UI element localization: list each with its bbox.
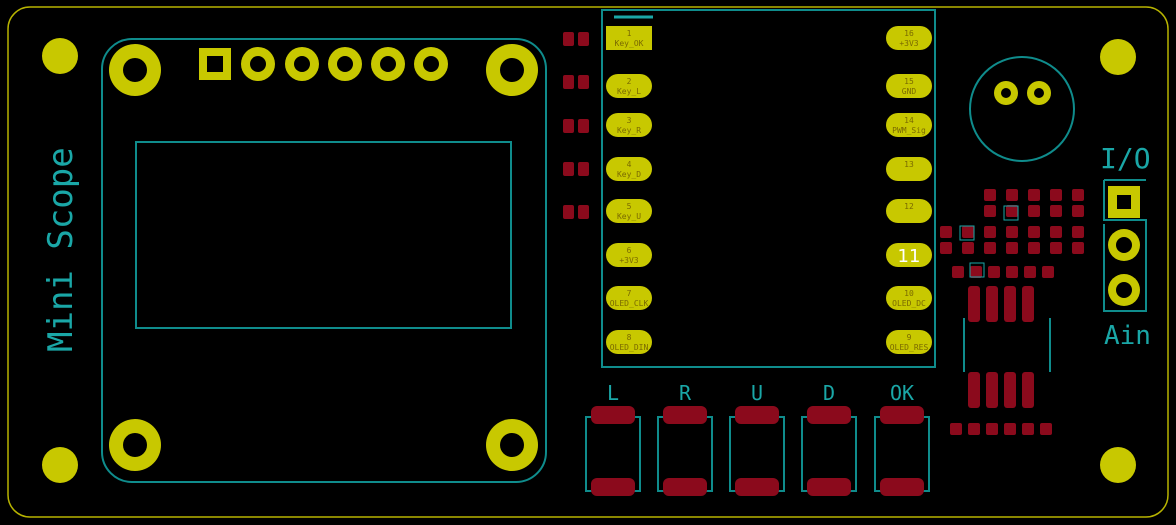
pin-number: 2 xyxy=(627,77,632,86)
board-outline xyxy=(7,6,1169,518)
pin-number: 12 xyxy=(904,202,914,211)
mcu-right-pins: 16+3V315GND14PWM_Sig13121110OLED_DC9OLED… xyxy=(886,26,932,354)
push-button-r: R xyxy=(657,381,713,496)
mounting-hole xyxy=(1100,447,1136,483)
io-pins xyxy=(1108,186,1140,306)
key-resistors xyxy=(563,32,589,219)
push-button-d: D xyxy=(801,381,857,496)
mcu-pin-right: 11 xyxy=(886,243,932,267)
pin-number: 6 xyxy=(627,246,632,255)
button-label: OK xyxy=(890,381,914,405)
mounting-hole xyxy=(42,447,78,483)
ain-label: Ain xyxy=(1104,321,1151,351)
io-connector-outline xyxy=(1103,179,1147,312)
pin-label: OLED_DC xyxy=(892,299,926,308)
button-label: D xyxy=(823,381,835,405)
pin-label: OLED_DIN xyxy=(610,343,649,352)
pin-number: 8 xyxy=(627,333,632,342)
pin-number: 16 xyxy=(904,29,914,38)
push-button-ok: OK xyxy=(874,381,930,496)
pin-label: Key_L xyxy=(617,87,641,96)
pin-label: Key_R xyxy=(617,126,641,135)
pin-number: 11 xyxy=(898,246,921,267)
pin-label: PWM_Sig xyxy=(892,126,926,135)
pin-label: +3V3 xyxy=(619,256,638,265)
push-buttons: L R U D OK xyxy=(585,381,930,496)
pin-number: 9 xyxy=(907,333,912,342)
pin-number: 3 xyxy=(627,116,632,125)
pin-label: GND xyxy=(902,87,917,96)
mcu-pin-left: 6+3V3 xyxy=(606,243,652,267)
pin-number: 1 xyxy=(627,29,632,38)
mcu-module-outline xyxy=(601,9,936,368)
pin-label: Key_D xyxy=(617,170,641,179)
mounting-hole xyxy=(42,38,78,74)
pin-number: 15 xyxy=(904,77,914,86)
oled-module-outline xyxy=(101,38,547,483)
push-button-u: U xyxy=(729,381,785,496)
pin-label: +3V3 xyxy=(899,39,918,48)
buzzer xyxy=(969,56,1075,162)
pin-number: 7 xyxy=(627,289,632,298)
smd-cluster xyxy=(940,189,1084,435)
pin-label: Key_U xyxy=(617,212,641,221)
pin-label: OLED_CLK xyxy=(610,299,649,308)
oled-header xyxy=(199,47,448,81)
button-label: R xyxy=(679,381,692,405)
mcu-pin-right: 12 xyxy=(886,199,932,223)
push-button-l: L xyxy=(585,381,641,496)
io-label: I/O xyxy=(1100,142,1151,175)
pin-number: 14 xyxy=(904,116,914,125)
mcu-left-pins: 1Key_OK2Key_L3Key_R4Key_D5Key_U6+3V37OLE… xyxy=(606,26,652,354)
mounting-hole xyxy=(1100,39,1136,75)
board-title: Mini Scope xyxy=(41,147,81,352)
pin-number: 13 xyxy=(904,160,914,169)
pin-label: Key_OK xyxy=(615,39,644,48)
mcu-pin-right: 13 xyxy=(886,157,932,181)
pin-number: 5 xyxy=(627,202,632,211)
pin-number: 10 xyxy=(904,289,914,298)
oled-mount-holes xyxy=(109,44,538,471)
oled-display-window xyxy=(135,141,512,329)
mcu-pin-right: 16+3V3 xyxy=(886,26,932,50)
pin-number: 4 xyxy=(627,160,632,169)
button-label: U xyxy=(751,381,763,405)
button-label: L xyxy=(607,381,619,405)
pin-label: OLED_RES xyxy=(890,343,929,352)
